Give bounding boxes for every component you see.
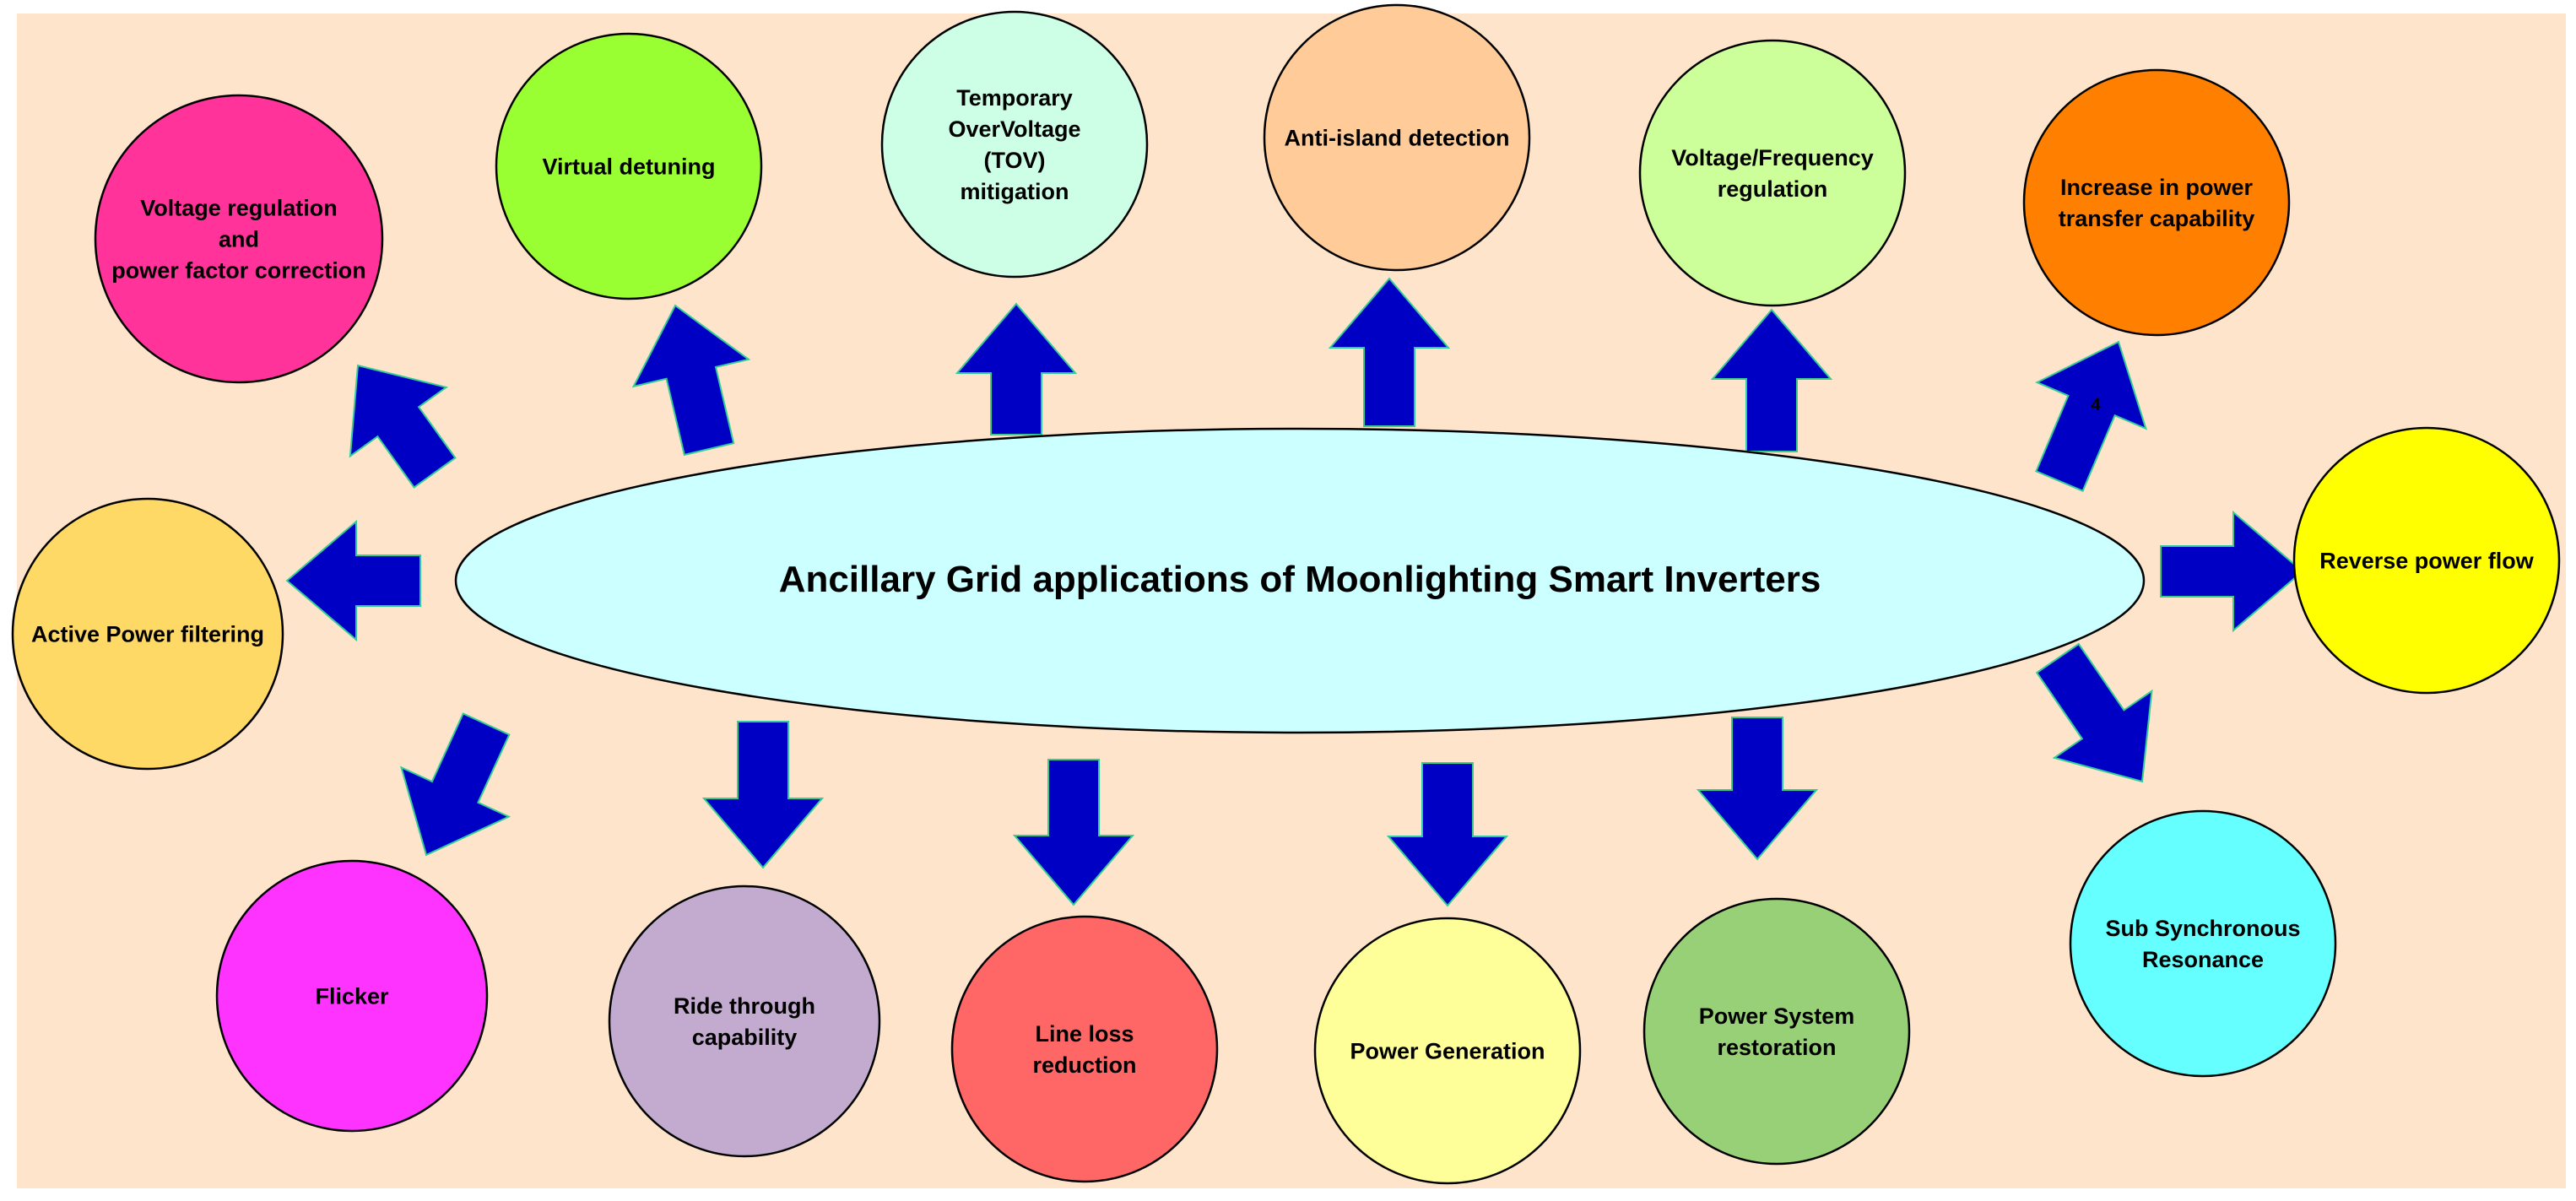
node-voltage-frequency-regulation: Voltage/Frequency regulation bbox=[1638, 39, 1907, 307]
node-voltage-regulation-pf: Voltage regulation and power factor correc… bbox=[94, 94, 384, 384]
node-label-line: mitigation bbox=[961, 179, 1069, 204]
arrow-to-sub-synchronous-resonance bbox=[2035, 642, 2153, 783]
node-label-line: Voltage regulation bbox=[140, 195, 338, 220]
node-circle bbox=[215, 859, 489, 1133]
arrow-to-ride-through-capability bbox=[701, 721, 825, 869]
node-circle bbox=[950, 915, 1219, 1183]
node-virtual-detuning: Virtual detuning bbox=[495, 32, 763, 300]
arrow-to-active-power-filtering bbox=[285, 519, 421, 642]
arrow-to-tov-mitigation bbox=[955, 302, 1078, 435]
node-label-line: Voltage/Frequency bbox=[1671, 145, 1874, 170]
node-label-line: Increase in power bbox=[2060, 175, 2254, 200]
node-label-line: Reverse power flow bbox=[2319, 548, 2535, 573]
node-circle bbox=[1263, 3, 1531, 272]
node-reverse-power-flow: Reverse power flow bbox=[2292, 426, 2561, 695]
center-ellipse bbox=[454, 427, 2146, 734]
arrow-to-voltage-frequency-regulation bbox=[1710, 308, 1833, 452]
arrow-to-anti-island-detection bbox=[1328, 277, 1451, 427]
node-circle bbox=[2022, 68, 2291, 337]
node-label-line: regulation bbox=[1718, 176, 1828, 202]
node-flicker: Flicker bbox=[215, 859, 489, 1133]
node-circle bbox=[1638, 39, 1907, 307]
node-label-line: Sub Synchronous bbox=[2105, 916, 2300, 941]
node-label-line: reduction bbox=[1032, 1052, 1136, 1078]
node-label-line: Active Power filtering bbox=[31, 621, 264, 646]
node-ride-through-capability: Ride through capability bbox=[608, 885, 881, 1158]
node-circle bbox=[1313, 917, 1582, 1185]
center-title: Ancillary Grid applications of Moonlight… bbox=[779, 559, 1821, 600]
node-circle bbox=[880, 10, 1149, 279]
node-label-line: OverVoltage bbox=[948, 116, 1080, 142]
node-circle bbox=[2069, 809, 2337, 1078]
arrow-to-line-loss-reduction bbox=[1012, 759, 1135, 906]
node-label-line: Resonance bbox=[2142, 947, 2264, 972]
node-label-line: Ride through bbox=[674, 993, 815, 1019]
node-circle bbox=[608, 885, 881, 1158]
node-label-line: and bbox=[219, 226, 259, 252]
arrow-to-flicker bbox=[399, 712, 511, 857]
node-label-line: (TOV) bbox=[984, 148, 1046, 173]
node-anti-island-detection: Anti-island detection bbox=[1263, 3, 1531, 272]
node-label-line: Power Generation bbox=[1350, 1038, 1545, 1063]
node-power-generation: Power Generation bbox=[1313, 917, 1582, 1185]
node-label-line: Flicker bbox=[315, 983, 389, 1009]
node-power-system-restoration: Power System restoration bbox=[1642, 897, 1911, 1166]
stray-mark-label: 4 bbox=[2091, 396, 2101, 414]
arrow-to-virtual-detuning bbox=[631, 304, 751, 457]
node-label-line: Anti-island detection bbox=[1284, 125, 1509, 150]
node-label-line: Line loss bbox=[1035, 1021, 1134, 1047]
node-label-line: power factor correction bbox=[111, 257, 366, 283]
node-label-line: transfer capability bbox=[2059, 206, 2255, 231]
arrow-to-power-system-restoration bbox=[1696, 717, 1819, 861]
arrows-layer bbox=[285, 277, 2304, 907]
node-label-line: Virtual detuning bbox=[542, 154, 715, 179]
arrow-to-power-transfer-capability bbox=[2035, 340, 2148, 493]
arrow-to-voltage-regulation-pf bbox=[349, 364, 457, 489]
node-active-power-filtering: Active Power filtering bbox=[11, 497, 284, 771]
node-line-loss-reduction: Line loss reduction bbox=[950, 915, 1219, 1183]
node-circle bbox=[495, 32, 763, 300]
node-power-transfer-capability: Increase in power transfer capability bbox=[2022, 68, 2291, 337]
node-label-line: capability bbox=[692, 1025, 798, 1050]
node-label-line: restoration bbox=[1717, 1035, 1836, 1060]
node-label-line: Temporary bbox=[956, 85, 1073, 111]
nodes-layer: Voltage regulation and power factor correc… bbox=[11, 3, 2561, 1185]
node-circle bbox=[94, 94, 384, 384]
arrow-to-reverse-power-flow bbox=[2160, 510, 2304, 633]
node-circle bbox=[11, 497, 284, 771]
arrow-to-power-generation bbox=[1386, 762, 1509, 907]
node-circle bbox=[2292, 426, 2561, 695]
node-label-line: Power System bbox=[1699, 1004, 1855, 1029]
node-circle bbox=[1642, 897, 1911, 1166]
